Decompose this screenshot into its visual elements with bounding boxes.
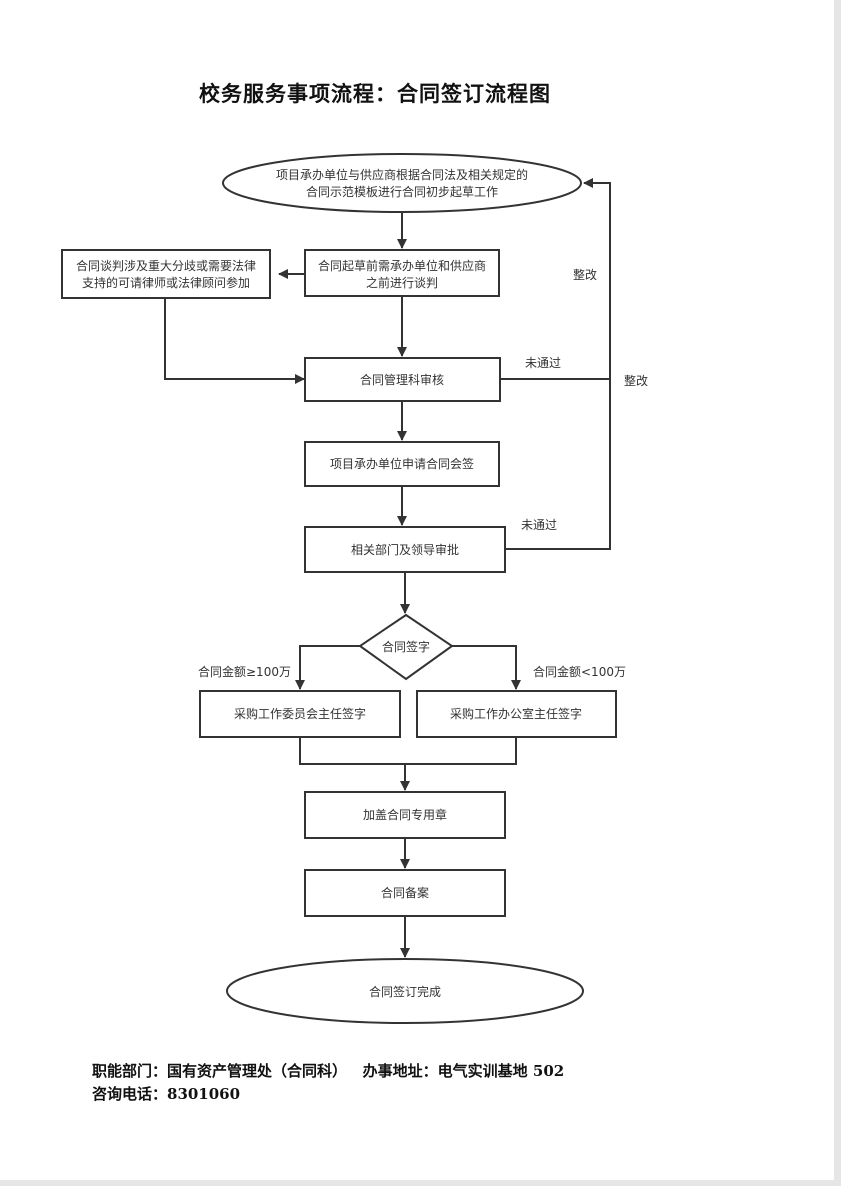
label-amount-ge: 合同金额≥100万: [198, 664, 291, 679]
label-fix-2: 整改: [624, 373, 648, 388]
label-fix-1: 整改: [573, 267, 597, 282]
edge-lawyer-review: [164, 298, 305, 384]
node-lawyer-line2: 支持的可请律师或法律顾问参加: [82, 275, 250, 290]
node-start-line1: 项目承办单位与供应商根据合同法及相关规定的: [276, 167, 528, 182]
node-committee-label: 采购工作委员会主任签字: [234, 706, 366, 721]
edges: [164, 178, 611, 958]
node-countersign: 项目承办单位申请合同会签: [304, 441, 500, 487]
edge-approval-fail-loop: [505, 178, 611, 550]
node-archive-label: 合同备案: [381, 885, 429, 900]
node-approval-label: 相关部门及领导审批: [351, 542, 459, 557]
node-decision: 合同签字: [358, 613, 454, 681]
node-negotiate-line2: 之前进行谈判: [366, 275, 438, 290]
edge-decision-office: [452, 645, 521, 690]
node-lawyer-line1: 合同谈判涉及重大分歧或需要法律: [76, 258, 256, 273]
page-title: 校务服务事项流程：合同签订流程图: [199, 81, 551, 106]
node-office: 采购工作办公室主任签字: [416, 690, 617, 738]
flowchart: 整改 未通过 整改 未通过 合同金额≥100万 合同金额<100万 项目承办单位…: [61, 153, 648, 1024]
node-committee: 采购工作委员会主任签字: [199, 690, 401, 738]
label-fail-2: 未通过: [521, 518, 557, 532]
node-negotiate-line1: 合同起草前需承办单位和供应商: [318, 258, 486, 273]
label-amount-lt: 合同金额<100万: [533, 664, 626, 679]
node-negotiate: 合同起草前需承办单位和供应商 之前进行谈判: [304, 249, 500, 297]
node-seal-label: 加盖合同专用章: [363, 807, 447, 822]
node-review-label: 合同管理科审核: [360, 372, 444, 387]
node-seal: 加盖合同专用章: [304, 791, 506, 839]
node-office-label: 采购工作办公室主任签字: [450, 706, 582, 721]
node-end: 合同签订完成: [226, 958, 584, 1024]
node-lawyer: 合同谈判涉及重大分歧或需要法律 支持的可请律师或法律顾问参加: [61, 249, 271, 299]
node-decision-label: 合同签字: [382, 639, 430, 654]
edge-merge: [299, 737, 517, 765]
label-fail-1: 未通过: [525, 356, 561, 370]
node-archive: 合同备案: [304, 869, 506, 917]
node-countersign-label: 项目承办单位申请合同会签: [330, 456, 474, 471]
node-start-line2: 合同示范模板进行合同初步起草工作: [306, 184, 498, 199]
node-review: 合同管理科审核: [304, 357, 501, 402]
footer-department-address: 职能部门：国有资产管理处（合同科） 办事地址：电气实训基地 502: [92, 1062, 565, 1080]
footer-phone: 咨询电话：8301060: [92, 1085, 241, 1103]
edge-decision-committee: [295, 645, 360, 690]
node-end-label: 合同签订完成: [369, 984, 441, 999]
node-approval: 相关部门及领导审批: [304, 526, 506, 573]
node-start: 项目承办单位与供应商根据合同法及相关规定的 合同示范模板进行合同初步起草工作: [222, 153, 582, 213]
